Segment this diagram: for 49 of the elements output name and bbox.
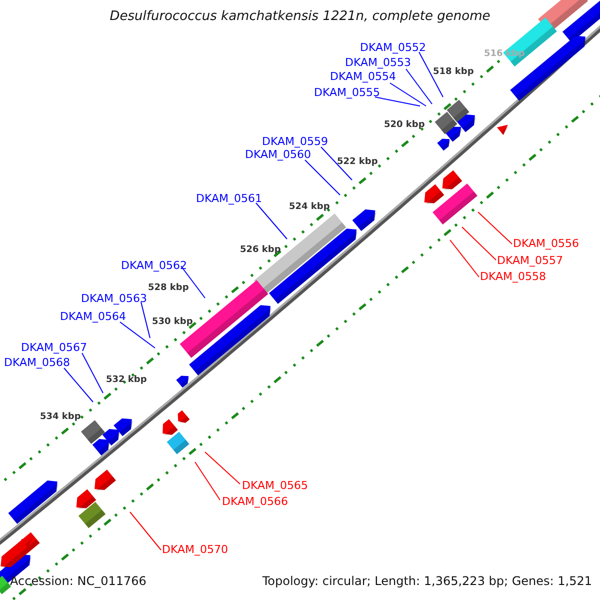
leader-line [450, 240, 480, 278]
gene-label: DKAM_0557 [497, 255, 563, 266]
leader-line [462, 226, 496, 260]
position-label: 518 kbp [433, 68, 474, 77]
gene-label: DKAM_0553 [345, 57, 411, 68]
gene-label: DKAM_0560 [245, 149, 311, 160]
gene-label: DKAM_0567 [21, 342, 87, 353]
gene-label: DKAM_0563 [81, 293, 147, 304]
gene-label: DKAM_0564 [60, 311, 126, 322]
leader-line [82, 352, 104, 394]
gene-label: DKAM_0556 [513, 238, 579, 249]
gene-label: DKAM_0562 [121, 260, 187, 271]
leader-line [478, 212, 512, 244]
leader-line [304, 160, 340, 196]
position-label: 516 kbp [484, 50, 525, 59]
genome-summary-text: Topology: circular; Length: 1,365,223 bp; Genes: 1,521 [262, 575, 592, 587]
position-label: 524 kbp [289, 203, 330, 212]
gene-label: DKAM_0570 [162, 544, 228, 555]
leader-line [120, 322, 156, 348]
leader-line [140, 302, 150, 338]
gene-label: DKAM_0561 [196, 193, 262, 204]
gene-label: DKAM_0558 [480, 271, 546, 282]
position-label: 522 kbp [337, 158, 378, 167]
gene-label: DKAM_0559 [262, 136, 328, 147]
position-label: 534 kbp [40, 413, 81, 422]
leader-line [256, 202, 288, 240]
gene-label: DKAM_0565 [242, 480, 308, 491]
leader-line [406, 68, 432, 104]
leader-line [320, 146, 352, 180]
leader-line [194, 462, 220, 500]
leader-line [204, 452, 240, 484]
leader-line [418, 52, 444, 98]
gene-label: DKAM_0552 [360, 42, 426, 53]
gene-label: DKAM_0568 [4, 357, 70, 368]
position-label: 526 kbp [240, 246, 281, 255]
leader-line [390, 82, 426, 106]
accession-text: Accession: NC_011766 [10, 575, 146, 587]
gene-label: DKAM_0555 [314, 87, 380, 98]
gene-label: DKAM_0554 [330, 71, 396, 82]
position-label: 532 kbp [106, 376, 147, 385]
gene-label: DKAM_0566 [222, 496, 288, 507]
leader-line [180, 266, 206, 298]
position-label: 530 kbp [152, 318, 193, 327]
leader-line [64, 368, 94, 402]
leader-line [130, 512, 162, 550]
position-label: 520 kbp [384, 121, 425, 130]
leader-line [374, 96, 420, 106]
diagram-title: Desulfurococcus kamchatkensis 1221n, complete genome [108, 10, 492, 23]
position-label: 528 kbp [148, 284, 189, 293]
